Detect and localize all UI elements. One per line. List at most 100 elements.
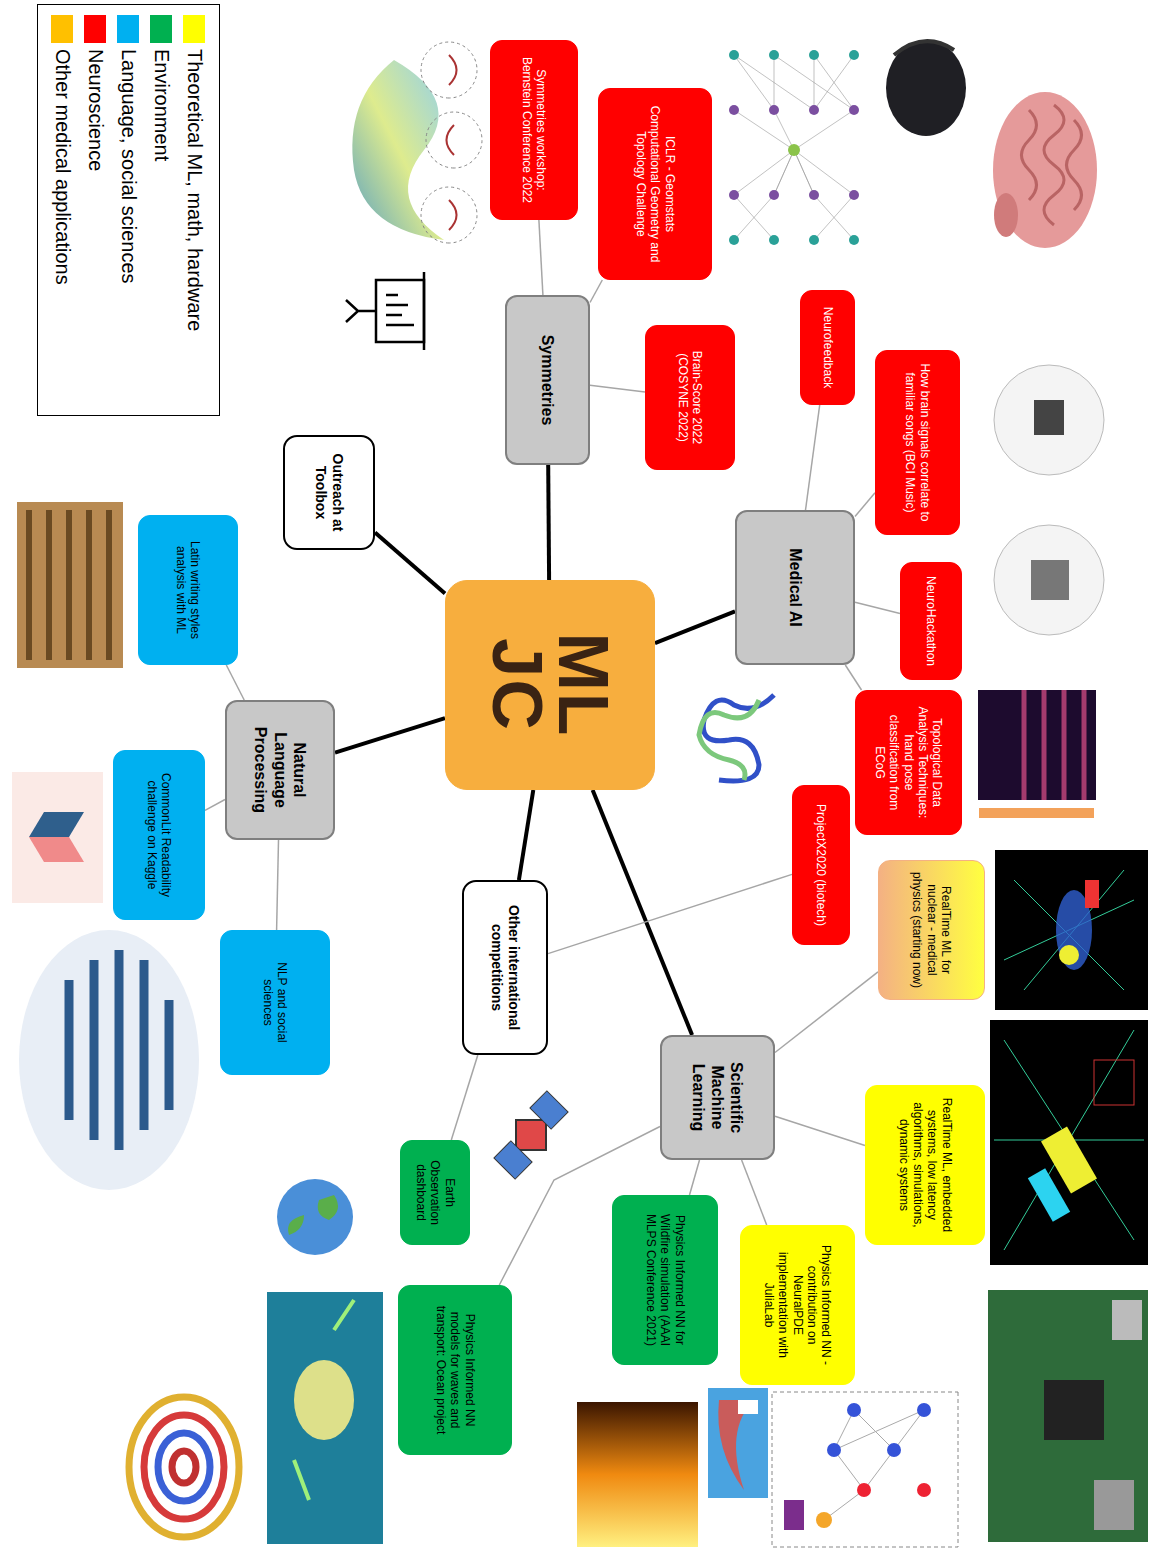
legend-swatch: [151, 15, 173, 43]
latin-inscription-picture: [17, 502, 123, 668]
topic-box: Physics Informed NN models for waves and…: [398, 1285, 512, 1455]
detector-ground: [995, 850, 1148, 1010]
ocean-picture: [267, 1292, 383, 1544]
topic-label: Outreach at Toolbox: [312, 445, 346, 540]
spectrogram-bands: [1024, 690, 1084, 800]
wave-ring: [129, 1397, 239, 1537]
topic-label: ProjectX2020 (biotech): [814, 804, 828, 926]
detector-hit: [1059, 945, 1079, 965]
sub-branch: [742, 1160, 767, 1225]
detector-event-picture: [990, 1020, 1148, 1265]
topic-label: Scientific Machine Learning: [689, 1045, 747, 1150]
main-branch: [375, 533, 445, 594]
globe-picture: [277, 1179, 353, 1255]
pinn-schematic: [772, 1392, 958, 1547]
main-branch: [519, 790, 533, 880]
topic-box: ICLR - Geomstats Computational Geometry …: [598, 88, 712, 280]
topic-box: Neurofeedback: [800, 290, 855, 405]
brain-cerebellum: [994, 193, 1018, 237]
manifold-surface: [352, 60, 444, 240]
pinn-units: [827, 1443, 841, 1457]
board-shape: [994, 525, 1104, 635]
pinn-units: [917, 1483, 931, 1497]
globe-sea: [277, 1179, 353, 1255]
wildfire-picture: [577, 1402, 698, 1547]
sub-branch: [451, 1055, 478, 1140]
legend-swatch: [118, 15, 140, 43]
network-units: [729, 50, 859, 245]
legend-swatch: [184, 15, 206, 43]
wave-ring: [172, 1451, 196, 1483]
pinn-loss: [784, 1500, 804, 1530]
sub-branch: [277, 840, 279, 930]
presentation-icon: [346, 272, 424, 350]
pinn-units: [827, 1403, 931, 1457]
legend-text: Theoretical ML, math, hardware: [183, 49, 206, 331]
topic-box: RealTime ML, embedded systems, low laten…: [865, 1085, 985, 1245]
legend-text: Environment: [150, 49, 173, 161]
topic-box: Physics Informed NN - contribution on Ne…: [740, 1225, 855, 1385]
manifold-inset: [426, 112, 482, 168]
fluid-obstacle: [738, 1400, 758, 1414]
circuit-board-picture: [988, 1290, 1148, 1542]
headset-cable: [894, 41, 954, 55]
sub-branch: [548, 874, 792, 953]
eeg-headset-picture: [886, 40, 966, 136]
pinn-units: [917, 1403, 931, 1417]
logo-text: ML JC: [484, 615, 617, 755]
protein-chain: [699, 700, 759, 780]
pinn-frame: [772, 1392, 958, 1547]
board-chip: [1034, 400, 1064, 435]
stone-carving: [29, 510, 109, 660]
topic-box: Outreach at Toolbox: [283, 435, 375, 550]
network-units: [849, 50, 859, 60]
topic-label: Physics Informed NN - contribution on Ne…: [762, 1234, 834, 1376]
sub-branch: [806, 405, 820, 510]
detector-tracks: [994, 1030, 1144, 1250]
brain-picture: [993, 92, 1097, 248]
topic-box: How brain signals correlate to familiar …: [875, 350, 960, 535]
network-units: [788, 144, 800, 156]
ocean-object: [294, 1360, 354, 1440]
spectrogram-picture: [978, 690, 1096, 818]
topic-box: Earth Observation dashboard: [400, 1140, 470, 1245]
cloud-ground: [19, 930, 199, 1190]
eeg-board-picture: [994, 365, 1104, 635]
network-units: [809, 50, 819, 60]
topic-label: Topological Data Analysis Techniques: ha…: [873, 699, 945, 826]
topic-box: Physics Informed NN for Wildfire simulat…: [612, 1195, 718, 1365]
topic-box: NLP and social sciences: [220, 930, 330, 1075]
pinn-units: [847, 1403, 861, 1417]
stone-ground: [17, 502, 123, 668]
legend-swatch: [85, 15, 107, 43]
satellite-panel: [530, 1091, 568, 1129]
topic-label: Brain-Score 2022 (COSYNE 2022): [676, 334, 705, 461]
topic-label: RealTime ML, embedded systems, low laten…: [896, 1094, 954, 1236]
spectrogram-scale: [979, 808, 1094, 818]
network-units: [809, 235, 819, 245]
legend-row: Language, social sciences: [112, 15, 145, 405]
topic-label: Neurofeedback: [820, 307, 834, 388]
sub-branch: [775, 1116, 865, 1145]
topic-box: Other international competitions: [462, 880, 548, 1055]
network-units: [849, 235, 859, 245]
legend-text: Language, social sciences: [117, 49, 140, 284]
manifold-inset: [421, 42, 477, 98]
topic-box: NeuroHackathon: [900, 562, 962, 680]
hub-box: Symmetries: [505, 295, 590, 465]
sub-branch: [845, 665, 861, 690]
board-chip: [1031, 560, 1069, 600]
protein-picture: [699, 695, 774, 781]
network-links: [734, 55, 854, 240]
topic-box: RealTime ML for nuclear - medical physic…: [878, 860, 985, 1000]
fluid-simulation-picture: [708, 1388, 768, 1498]
network-units: [849, 105, 859, 115]
main-branch: [546, 465, 551, 580]
cloud-words: [69, 950, 169, 1150]
topic-label: Symmetries workshop: Bernstein Conferenc…: [520, 49, 549, 211]
manifold-figure: [352, 42, 482, 243]
globe-land: [288, 1195, 338, 1235]
detector-frame: [1094, 1060, 1134, 1105]
topic-label: Medical AI: [785, 548, 804, 627]
topic-box: ProjectX2020 (biotech): [792, 785, 850, 945]
